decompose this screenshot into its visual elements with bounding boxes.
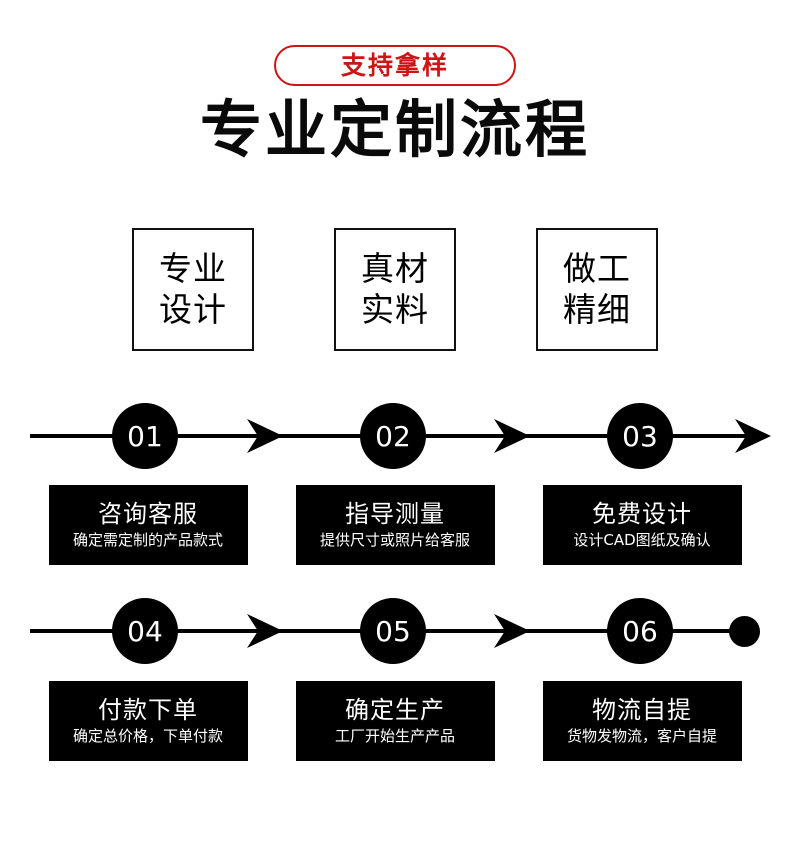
step-card-subtitle: 提供尺寸或照片给客服 [319,531,470,550]
badge-label: 支持拿样 [340,51,449,80]
step-number-badge-04: 04 [112,598,178,664]
step-card-subtitle: 设计CAD图纸及确认 [573,531,711,550]
flow-timeline-row-1: 01 02 03 [0,403,790,469]
step-number-label: 04 [127,614,163,648]
step-card-05: 确定生产 工厂开始生产产品 [295,681,495,761]
step-number-label: 03 [622,419,658,453]
step-card-subtitle: 货物发物流，客户自提 [566,727,717,746]
feature-line-1: 专业 [159,249,227,289]
step-number-badge-06: 06 [607,598,673,664]
step-card-title: 物流自提 [592,696,692,725]
feature-line-2: 设计 [159,289,227,329]
step-card-title: 免费设计 [592,500,692,529]
feature-line-1: 做工 [563,249,631,289]
step-number-badge-03: 03 [607,403,673,469]
step-number-badge-05: 05 [360,598,426,664]
step-card-title: 咨询客服 [98,500,198,529]
step-number-label: 05 [375,614,411,648]
step-card-group-2: 付款下单 确定总价格，下单付款 确定生产 工厂开始生产产品 物流自提 货物发物流… [0,681,790,761]
feature-line-2: 精细 [563,289,631,329]
feature-box-workmanship: 做工 精细 [536,228,658,351]
step-card-03: 免费设计 设计CAD图纸及确认 [542,485,742,565]
sample-support-badge: 支持拿样 [274,45,516,86]
step-number-label: 02 [375,419,411,453]
step-card-title: 确定生产 [345,696,445,725]
feature-line-1: 真材 [361,249,429,289]
step-card-01: 咨询客服 确定需定制的产品款式 [48,485,248,565]
step-card-02: 指导测量 提供尺寸或照片给客服 [295,485,495,565]
step-card-title: 指导测量 [345,500,445,529]
feature-box-group: 专业 设计 真材 实料 做工 精细 [0,228,790,351]
step-number-badge-02: 02 [360,403,426,469]
timeline-end-dot-icon [729,616,760,647]
step-card-06: 物流自提 货物发物流，客户自提 [542,681,742,761]
step-number-label: 06 [622,614,658,648]
feature-line-2: 实料 [361,289,429,329]
step-card-subtitle: 确定总价格，下单付款 [72,727,223,746]
badge-container: 支持拿样 [0,45,790,86]
step-number-label: 01 [127,419,163,453]
step-card-group-1: 咨询客服 确定需定制的产品款式 指导测量 提供尺寸或照片给客服 免费设计 设计C… [0,485,790,565]
flow-timeline-row-2: 04 05 06 [0,598,790,664]
step-card-subtitle: 工厂开始生产产品 [334,727,455,746]
step-card-04: 付款下单 确定总价格，下单付款 [48,681,248,761]
page-title: 专业定制流程 [199,93,590,166]
step-card-title: 付款下单 [98,696,198,725]
feature-box-material: 真材 实料 [334,228,456,351]
feature-box-design: 专业 设计 [132,228,254,351]
step-number-badge-01: 01 [112,403,178,469]
step-card-subtitle: 确定需定制的产品款式 [72,531,223,550]
